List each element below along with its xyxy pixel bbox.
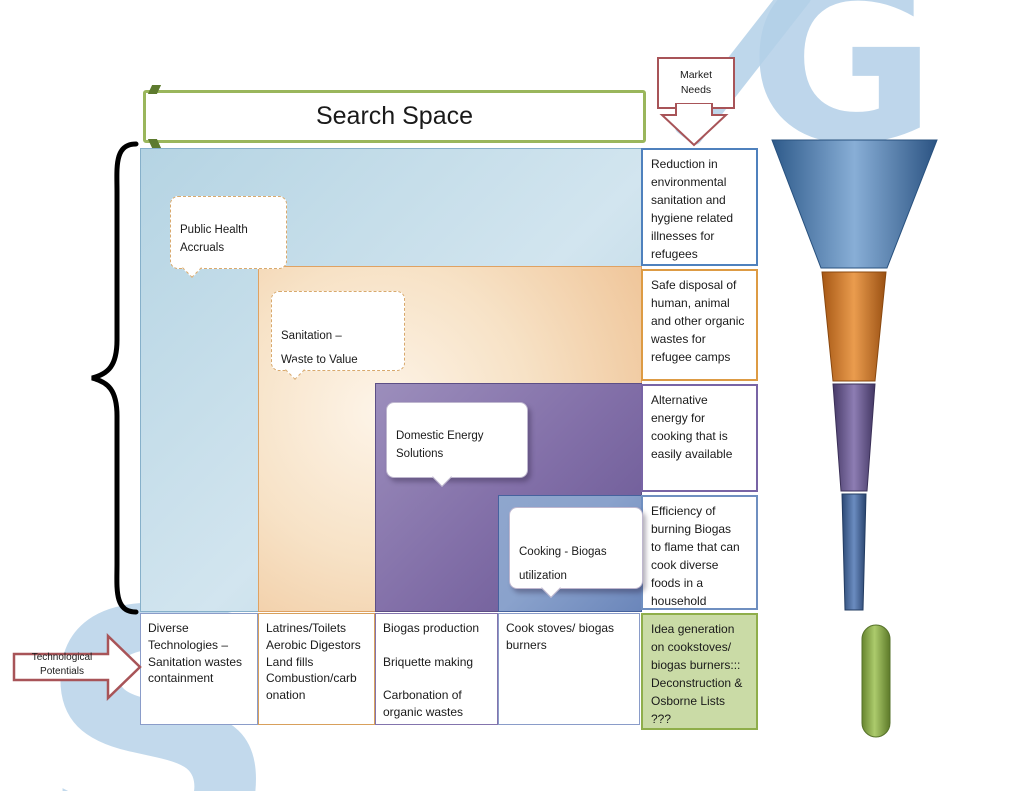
- bubble-public-health: Public Health Accruals: [170, 196, 287, 278]
- funnel-section-blue: [771, 139, 938, 269]
- banner-ribbon-notch: [147, 85, 162, 94]
- tech-box-cook-stoves: Cook stoves/ biogas burners: [498, 613, 640, 725]
- bubble-sanitation-label: Sanitation – Waste to Value: [281, 330, 358, 367]
- need-box-burning-efficiency: Efficiency of burning Biogas to flame th…: [641, 495, 758, 610]
- funnel: [771, 139, 938, 738]
- tech-box-latrines-digestors: Latrines/Toilets Aerobic Digestors Land …: [258, 613, 375, 725]
- market-needs-label: Market Needs: [679, 69, 713, 96]
- funnel-outlet-capsule: [861, 624, 891, 738]
- idea-generation-box: Idea generation on cookstoves/ biogas bu…: [641, 613, 758, 730]
- search-space-banner: Search Space: [143, 85, 646, 148]
- technological-potentials-arrow: [12, 633, 142, 701]
- bubble-sanitation: Sanitation – Waste to Value: [271, 291, 405, 380]
- need-box-refugee-illness: Reduction in environmental sanitation an…: [641, 148, 758, 266]
- need-box-safe-disposal: Safe disposal of human, animal and other…: [641, 269, 758, 381]
- bubble-domestic-energy: Domestic Energy Solutions: [386, 402, 528, 487]
- bubble-cooking-biogas-label: Cooking - Biogas utilization: [519, 546, 607, 583]
- bubble-domestic-energy-label: Domestic Energy Solutions: [396, 430, 484, 460]
- funnel-section-orange: [821, 271, 887, 382]
- search-space-title: Search Space: [315, 102, 474, 130]
- market-needs-down-arrow: [659, 103, 729, 147]
- bubble-cooking-biogas: Cooking - Biogas utilization: [509, 507, 643, 598]
- tech-box-biogas-production: Biogas production Briquette making Carbo…: [375, 613, 498, 725]
- funnel-section-purple: [832, 383, 876, 492]
- market-needs-flag: Market Needs: [657, 57, 735, 109]
- technological-potentials-label: Technological Potentials: [31, 652, 93, 677]
- tech-box-diverse-technologies: Diverse Technologies – Sanitation wastes…: [140, 613, 258, 725]
- funnel-section-smallblue: [841, 493, 867, 611]
- need-box-alternative-energy: Alternative energy for cooking that is e…: [641, 384, 758, 492]
- left-brace: [91, 141, 139, 615]
- bubble-public-health-label: Public Health Accruals: [180, 224, 248, 254]
